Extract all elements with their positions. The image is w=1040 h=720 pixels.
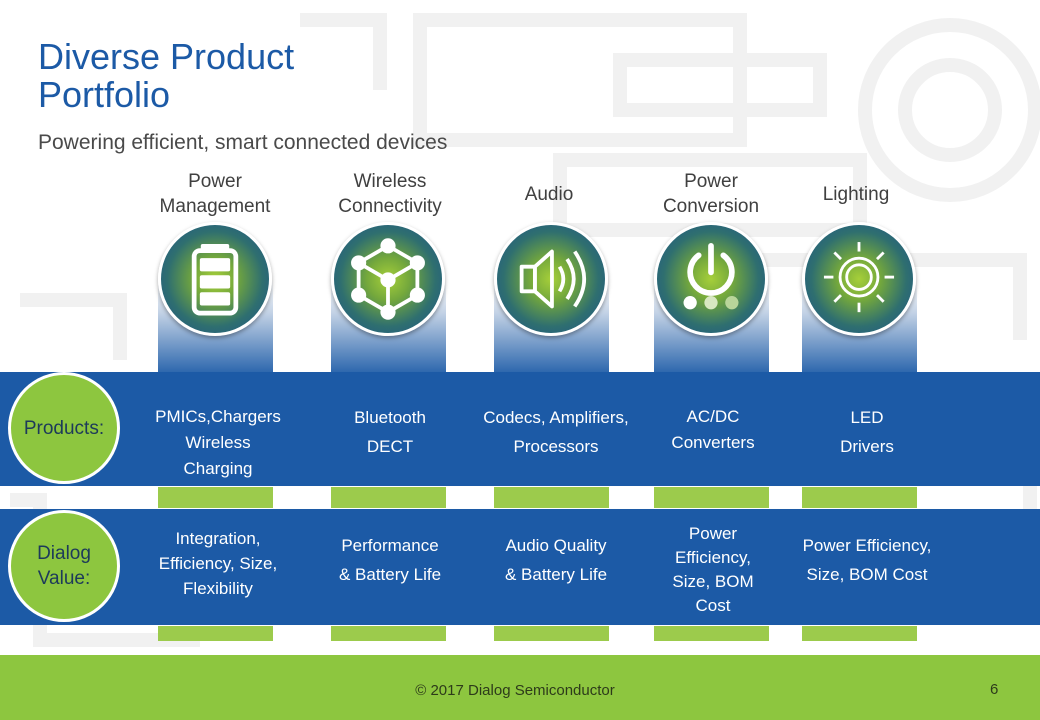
products-cell-wireless-connectivity: Bluetooth DECT bbox=[354, 408, 426, 456]
products-row-label-text: Products: bbox=[23, 417, 105, 439]
footer-bar bbox=[0, 655, 1040, 720]
products-cell-audio: Codecs, Amplifiers, Processors bbox=[483, 408, 629, 456]
products-cell-power-management: PMICs,Chargers Wireless Charging bbox=[155, 407, 281, 478]
category-label-power-conversion: Power Conversion bbox=[662, 171, 760, 217]
green-strip bbox=[158, 487, 273, 508]
slide-title-text: Diverse Product Portfolio bbox=[38, 36, 295, 115]
category-label-audio: Audio bbox=[524, 183, 574, 205]
category-label-lighting: Lighting bbox=[822, 183, 890, 205]
dialog-value-row-label: Dialog Value: bbox=[8, 510, 120, 622]
green-strip bbox=[654, 626, 769, 641]
dialog-value-row-label-text: Dialog Value: bbox=[37, 543, 91, 589]
green-strip bbox=[802, 626, 917, 641]
products-band bbox=[0, 372, 1040, 486]
battery-icon bbox=[158, 222, 272, 336]
value-cell-wireless-connectivity: Performance & Battery Life bbox=[338, 536, 442, 584]
category-label-wireless-connectivity: Wireless Connectivity bbox=[338, 171, 442, 217]
products-cell-power-conversion: AC/DC Converters bbox=[671, 407, 755, 452]
green-strip bbox=[494, 626, 609, 641]
green-strip bbox=[331, 626, 446, 641]
green-strip bbox=[331, 487, 446, 508]
page-number: 6 bbox=[990, 681, 999, 698]
green-strip bbox=[494, 487, 609, 508]
copyright-text: © 2017 Dialog Semiconductor bbox=[415, 682, 615, 699]
slide-title: Diverse Product Portfolio bbox=[38, 38, 294, 114]
green-strip bbox=[654, 487, 769, 508]
value-cell-power-management: Integration, Efficiency, Size, Flexibili… bbox=[158, 528, 278, 598]
green-strip bbox=[802, 487, 917, 508]
category-label-power-management: Power Management bbox=[159, 171, 271, 217]
dialog-value-band bbox=[0, 509, 1040, 625]
green-strip bbox=[158, 626, 273, 641]
sun-icon bbox=[802, 222, 916, 336]
products-cell-lighting: LED Drivers bbox=[840, 408, 894, 456]
value-cell-audio: Audio Quality & Battery Life bbox=[504, 536, 608, 584]
network-nodes-icon bbox=[331, 222, 445, 336]
products-row-label: Products: bbox=[8, 372, 120, 484]
power-button-icon bbox=[654, 222, 768, 336]
value-cell-power-conversion: Power Efficiency, Size, BOM Cost bbox=[672, 524, 754, 615]
value-cell-lighting: Power Efficiency, Size, BOM Cost bbox=[802, 536, 932, 584]
speaker-icon bbox=[494, 222, 608, 336]
slide-subtitle: Powering efficient, smart connected devi… bbox=[38, 131, 448, 154]
